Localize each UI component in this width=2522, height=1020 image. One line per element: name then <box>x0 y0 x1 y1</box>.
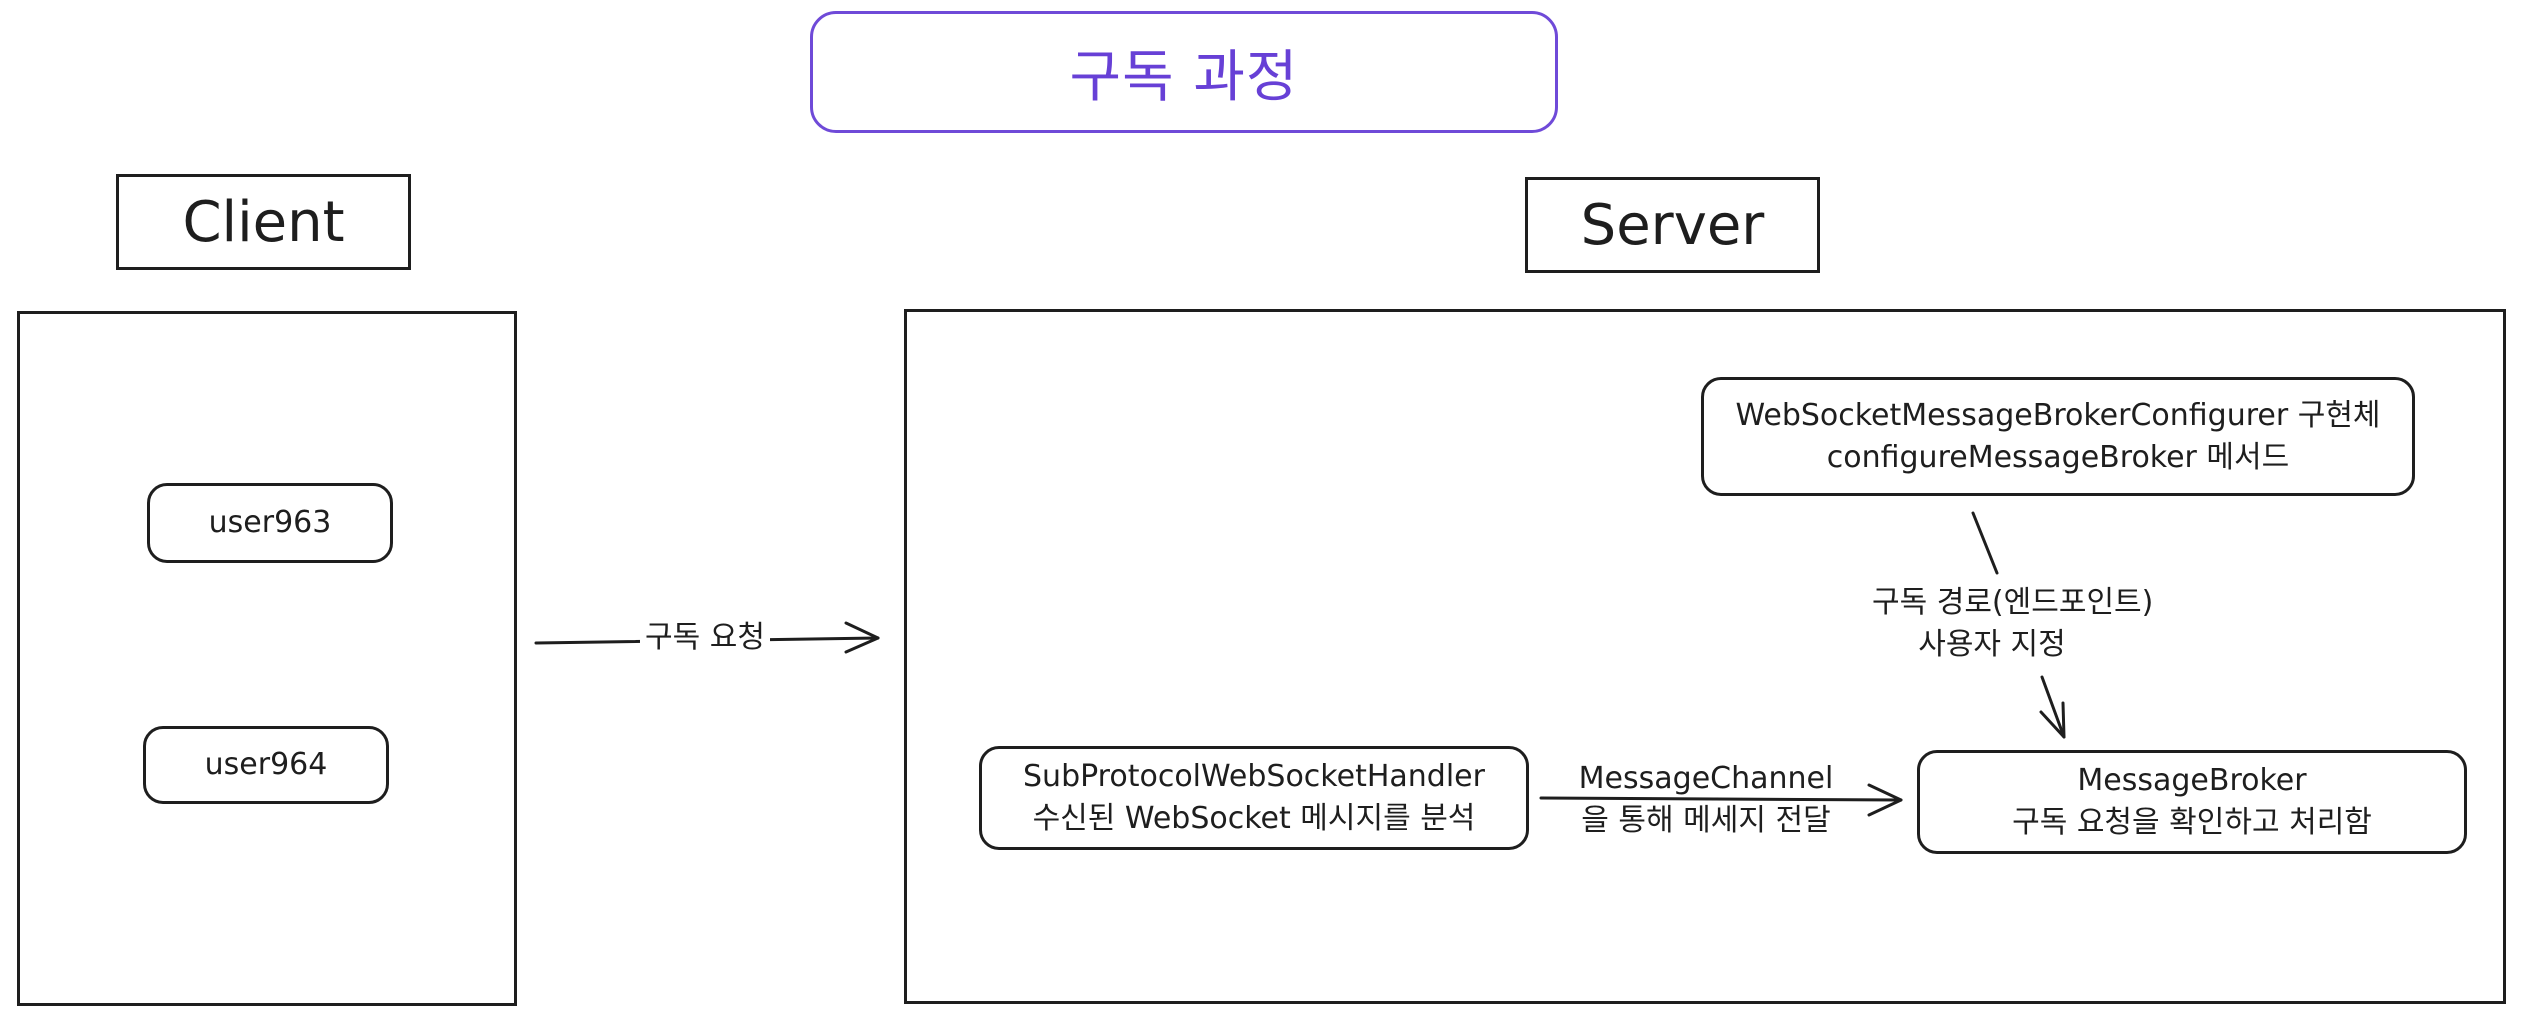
subscribe-request-arrowhead <box>844 621 880 654</box>
client-heading: Client <box>182 189 345 255</box>
handler-node: SubProtocolWebSocketHandler 수신된 WebSocke… <box>979 746 1529 850</box>
handler-line1: SubProtocolWebSocketHandler <box>1023 759 1485 794</box>
subscribe-request-label: 구독 요청 <box>640 617 770 659</box>
server-panel <box>904 309 2506 1004</box>
channel-arrow <box>1539 796 1903 802</box>
user-node-user963: user963 <box>147 483 393 563</box>
configurer-line2: configureMessageBroker 메서드 <box>1826 439 2290 475</box>
route-arrowhead <box>2039 701 2066 739</box>
route-label-line2: 사용자 지정 <box>1918 627 2066 662</box>
route-arrow-bottom <box>2040 675 2066 739</box>
broker-line2: 구독 요청을 확인하고 처리함 <box>2012 805 2372 840</box>
user-label: user964 <box>204 747 328 782</box>
user-label: user963 <box>208 505 332 540</box>
server-heading: Server <box>1580 192 1765 258</box>
configurer-line1: WebSocketMessageBrokerConfigurer 구현체 <box>1735 397 2381 433</box>
handler-line2: 수신된 WebSocket 메시지를 분석 <box>1032 801 1476 836</box>
diagram-title-box: 구독 과정 <box>810 11 1558 133</box>
server-heading-box: Server <box>1525 177 1820 273</box>
broker-line1: MessageBroker <box>2077 763 2307 798</box>
configurer-node: WebSocketMessageBrokerConfigurer 구현체 con… <box>1701 377 2415 496</box>
channel-label: MessageChannel 을 통해 메세지 전달 <box>1576 758 1836 842</box>
route-label-line1: 구독 경로(엔드포인트) <box>1872 585 2154 620</box>
channel-label-line1: MessageChannel <box>1578 761 1834 796</box>
diagram-title: 구독 과정 <box>1069 44 1299 110</box>
client-heading-box: Client <box>116 174 411 270</box>
route-label: 구독 경로(엔드포인트) 사용자 지정 <box>1872 582 2154 666</box>
broker-node: MessageBroker 구독 요청을 확인하고 처리함 <box>1917 750 2467 854</box>
route-arrow-top <box>1971 511 1999 575</box>
channel-label-line2: 을 통해 메세지 전달 <box>1581 803 1831 838</box>
subscribe-request-text: 구독 요청 <box>645 620 765 655</box>
channel-arrowhead <box>1867 783 1903 817</box>
client-panel <box>17 311 517 1006</box>
user-node-user964: user964 <box>143 726 389 804</box>
